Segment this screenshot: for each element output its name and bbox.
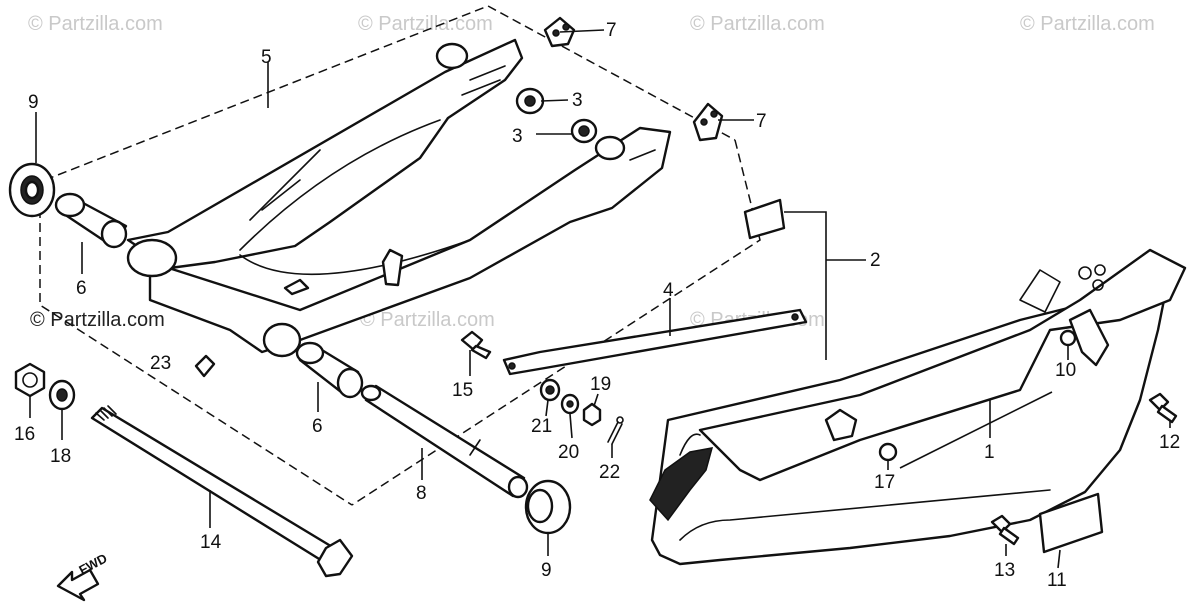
swingarm xyxy=(126,38,672,358)
watermark: © Partzilla.com xyxy=(358,13,493,35)
grease-nipple xyxy=(194,354,216,378)
bolt xyxy=(460,330,492,360)
grommet xyxy=(1059,329,1077,347)
label-sticker xyxy=(743,198,786,240)
callout-12: 12 xyxy=(1159,432,1180,453)
watermark: © Partzilla.com xyxy=(690,13,825,35)
callout-20: 20 xyxy=(558,442,579,463)
callout-14: 14 xyxy=(200,532,222,553)
pivot-collar xyxy=(54,192,128,249)
callout-8: 8 xyxy=(416,483,427,504)
dust-seal xyxy=(524,479,572,535)
callout-19: 19 xyxy=(590,374,611,395)
callout-6: 6 xyxy=(76,278,87,299)
callout-11: 11 xyxy=(1047,570,1067,591)
assembly-outline xyxy=(39,5,761,506)
pivot-bolt xyxy=(90,405,354,578)
grommet xyxy=(878,442,898,462)
callout-13: 13 xyxy=(994,560,1015,581)
callout-3: 3 xyxy=(512,126,523,147)
forward-arrow-icon: FWD xyxy=(56,551,110,602)
watermark: © Partzilla.com xyxy=(30,309,165,331)
plate xyxy=(543,16,576,48)
label-sticker xyxy=(1038,492,1104,554)
callout-15: 15 xyxy=(452,380,473,401)
washer xyxy=(560,393,580,415)
callout-1: 1 xyxy=(984,442,995,463)
callout-7: 7 xyxy=(606,20,617,41)
watermark: © Partzilla.com xyxy=(28,13,163,35)
bolt xyxy=(990,514,1020,546)
callout-10: 10 xyxy=(1055,360,1076,381)
pivot-shaft xyxy=(360,384,529,499)
washer xyxy=(48,379,76,411)
nut xyxy=(582,402,602,427)
callout-22: 22 xyxy=(599,462,620,483)
watermark: © Partzilla.com xyxy=(360,309,495,331)
callout-9: 9 xyxy=(541,560,552,581)
callout-3: 3 xyxy=(572,90,583,111)
callout-5: 5 xyxy=(261,47,272,68)
leader-lines xyxy=(29,29,1171,569)
callout-4: 4 xyxy=(663,280,674,301)
callout-21: 21 xyxy=(531,416,552,437)
plate xyxy=(692,102,724,142)
callout-16: 16 xyxy=(14,424,35,445)
dust-seal xyxy=(8,162,56,218)
collar xyxy=(539,378,561,402)
callout-6: 6 xyxy=(312,416,323,437)
callout-17: 17 xyxy=(874,472,895,493)
callout-2: 2 xyxy=(870,250,881,271)
watermark: © Partzilla.com xyxy=(1020,13,1155,35)
chain-guide-stay xyxy=(502,308,808,376)
nut xyxy=(14,362,46,398)
pivot-collar xyxy=(295,341,364,399)
callout-7: 7 xyxy=(756,111,767,132)
bushing xyxy=(515,87,545,115)
callout-23: 23 xyxy=(150,353,171,374)
chain-case xyxy=(649,248,1187,566)
callout-18: 18 xyxy=(50,446,71,467)
callout-9: 9 xyxy=(28,92,39,113)
callout-labels: 5 9 6 7 3 3 7 2 4 23 15 19 21 6 20 22 8 … xyxy=(14,20,1180,591)
bolt xyxy=(1148,392,1178,424)
cotter-pin xyxy=(607,416,624,445)
bushing xyxy=(570,118,598,144)
